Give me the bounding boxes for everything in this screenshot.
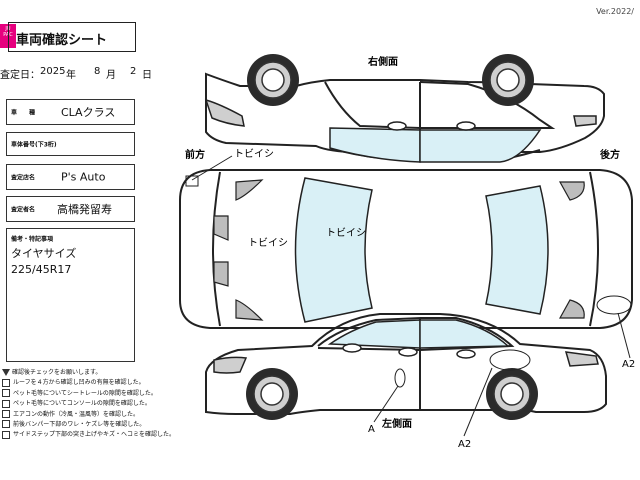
damage-note: A2 — [622, 359, 635, 370]
taillight-shape — [558, 299, 585, 319]
taillight-shape — [564, 351, 599, 367]
door-handle-shape — [398, 347, 418, 357]
checkbox[interactable] — [2, 420, 10, 429]
field-chassis-number: 車体番号(下3桁) — [6, 132, 135, 156]
field-label: 査定店名 — [11, 174, 36, 182]
headlight-shape — [204, 98, 245, 127]
headlight-shape — [235, 179, 264, 201]
damage-note: トビイシ — [234, 148, 274, 160]
leader-line — [373, 385, 399, 423]
checkbox[interactable] — [2, 378, 10, 387]
door-handle-shape — [456, 121, 476, 131]
date-year: 2025 — [40, 66, 66, 77]
date-month: 8 — [94, 66, 101, 77]
door-handle-shape — [456, 349, 476, 359]
field-store-name: 査定店名 P's Auto — [6, 164, 135, 190]
triangle-icon — [2, 369, 10, 376]
date-day-unit: 日 — [142, 70, 152, 81]
mirror-shape — [213, 261, 229, 287]
checklist-item[interactable]: 前後バンパー下部のワレ・ケズレ等を確認した。 — [2, 420, 175, 430]
wheel-shape — [481, 53, 535, 107]
checklist-item[interactable]: サイドステップ下部の突き上げやキズ・ヘコミを確認した。 — [2, 430, 175, 440]
field-value: CLAクラス — [61, 106, 116, 119]
field-value: P's Auto — [61, 170, 106, 184]
damage-note: トビイシ — [248, 237, 288, 249]
front-label: 前方 — [185, 148, 205, 161]
checkbox[interactable] — [2, 399, 10, 408]
notes-label: 備考・特記事項 — [11, 236, 54, 243]
leader-line — [191, 155, 233, 181]
damage-note: トビイシ — [326, 227, 366, 239]
leader-line — [463, 367, 493, 437]
field-label: 車 種 — [11, 109, 36, 117]
left-side-label: 左側面 — [381, 417, 412, 430]
door-handle-shape — [342, 343, 362, 353]
title-box — [8, 22, 136, 52]
checkbox[interactable] — [2, 410, 10, 419]
taillight-shape — [573, 115, 597, 127]
date-year-unit: 年 — [66, 70, 76, 81]
notes-line: 225/45R17 — [11, 263, 72, 276]
checklist: 確認後チェックをお願いします。 ルーフを４方から確認し凹みの有無を確認した。 ペ… — [2, 368, 175, 441]
field-label: 車体番号(下3桁) — [11, 141, 57, 149]
date-label: 査定日： — [0, 70, 40, 81]
damage-circle — [394, 368, 406, 388]
version-label: Ver.2022/ — [596, 7, 634, 16]
rear-label: 後方 — [600, 148, 620, 161]
rear-glass — [485, 185, 549, 315]
window-glass — [419, 319, 510, 349]
checklist-item[interactable]: ルーフを４方から確認し凹みの有無を確認した。 — [2, 378, 175, 388]
windshield-glass — [294, 177, 373, 323]
leader-line — [617, 312, 631, 359]
field-value: 高橋発留寿 — [57, 203, 112, 216]
damage-circle — [489, 349, 531, 371]
notes-line: タイヤサイズ — [11, 247, 77, 260]
window-glass — [419, 129, 542, 163]
wheel-shape — [245, 367, 299, 421]
window-glass — [329, 127, 421, 163]
left-side-view — [205, 313, 607, 415]
notes-box: 備考・特記事項 タイヤサイズ 225/45R17 — [6, 228, 135, 362]
headlight-shape — [235, 299, 264, 321]
date-month-unit: 月 — [106, 70, 116, 81]
checklist-item[interactable]: ペット毛等についてコンソールの隙間を確認した。 — [2, 399, 175, 409]
headlight-shape — [213, 356, 248, 374]
mirror-shape — [213, 215, 229, 241]
damage-note: A — [368, 424, 375, 435]
checklist-item[interactable]: エアコンの動作（冷風・温風等）を確認した。 — [2, 410, 175, 420]
damage-circle — [596, 295, 632, 315]
page-title: 車両確認シート — [16, 33, 108, 48]
wheel-shape — [485, 367, 539, 421]
wheel-shape — [246, 53, 300, 107]
checkbox[interactable] — [2, 430, 10, 439]
right-side-label: 右側面 — [367, 55, 398, 68]
checklist-item[interactable]: ペット毛等についてシートレールの隙間を確認した。 — [2, 389, 175, 399]
damage-mark-box — [185, 175, 199, 187]
field-appraiser-name: 査定者名 高橋発留寿 — [6, 196, 135, 222]
door-handle-shape — [387, 121, 407, 131]
window-glass — [327, 319, 421, 349]
date-day: 2 — [130, 66, 137, 77]
field-label: 査定者名 — [11, 206, 36, 214]
damage-note: A2 — [458, 439, 471, 450]
checkbox[interactable] — [2, 389, 10, 398]
taillight-shape — [558, 181, 585, 201]
field-car-model: 車 種 CLAクラス — [6, 99, 135, 125]
checklist-intro: 確認後チェックをお願いします。 — [2, 368, 175, 378]
top-view — [179, 169, 633, 329]
